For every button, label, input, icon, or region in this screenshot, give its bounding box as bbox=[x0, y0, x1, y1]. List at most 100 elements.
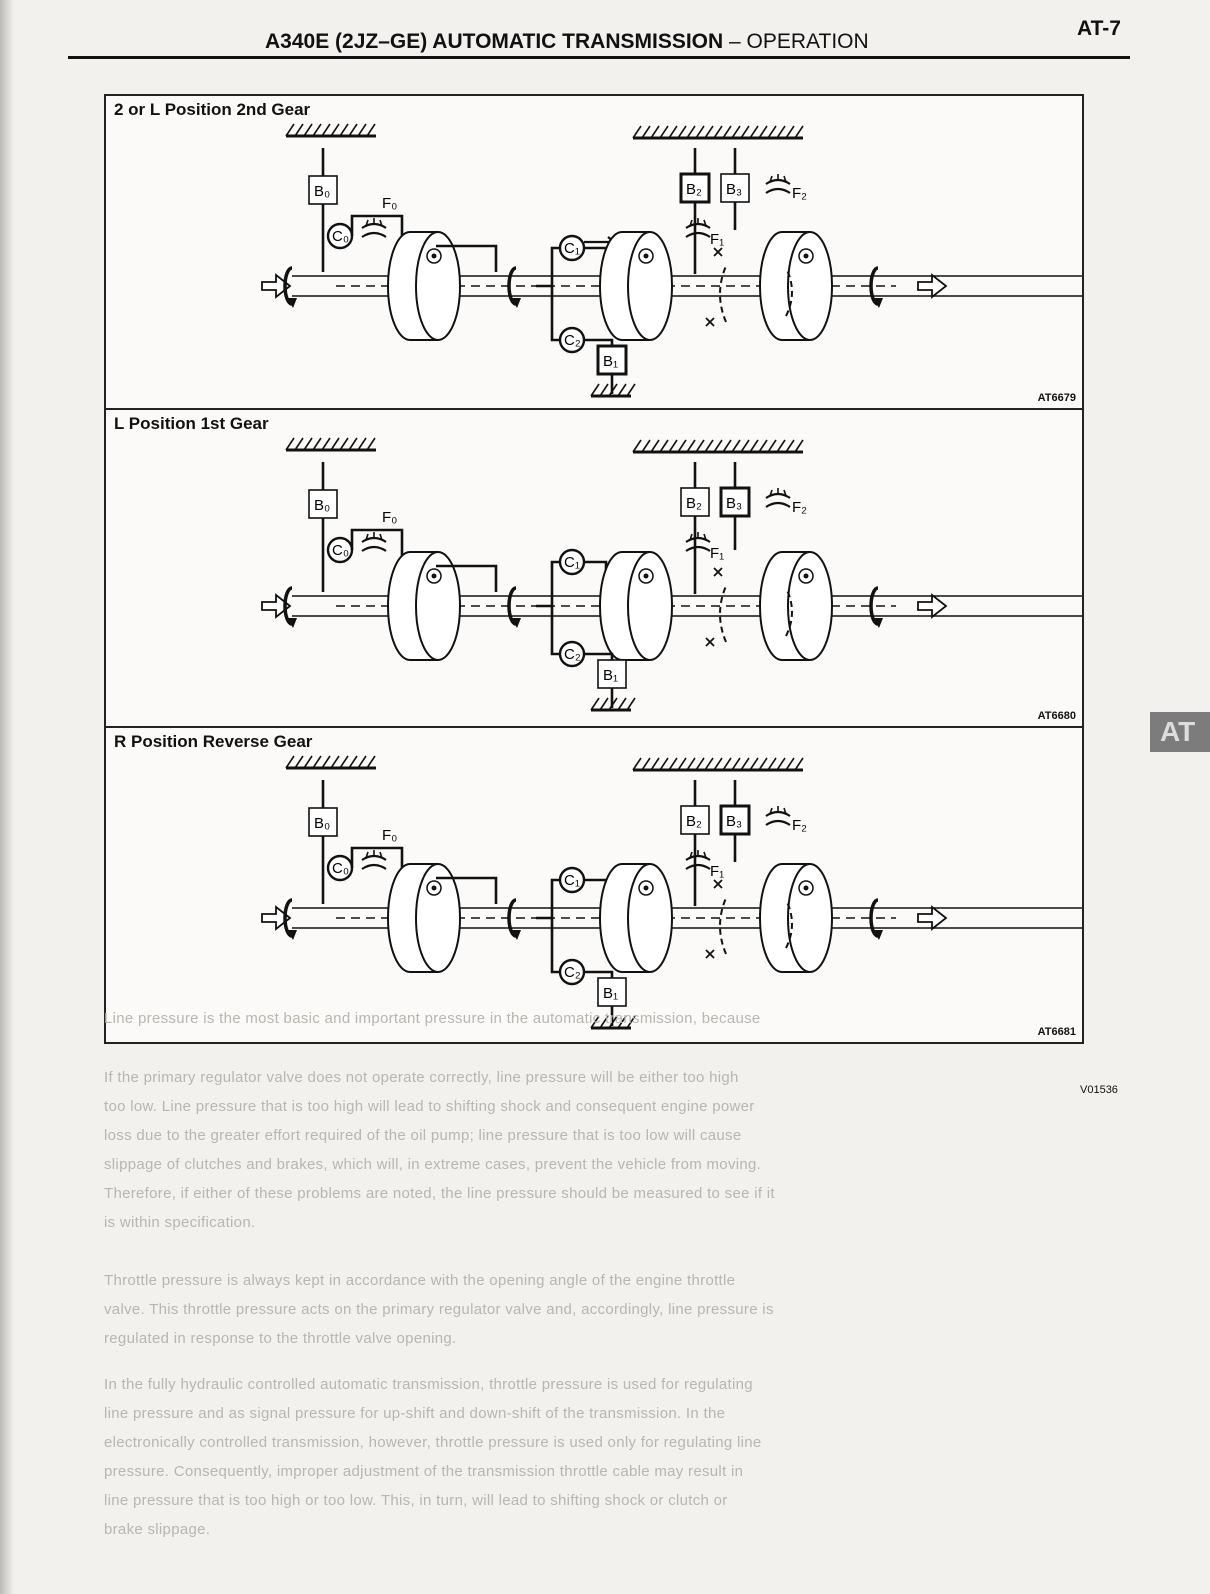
ground-housing-right-hatch bbox=[686, 757, 696, 771]
locked-mark-1 bbox=[713, 879, 723, 889]
input-arrow bbox=[261, 273, 292, 299]
ground-housing-right-hatch bbox=[659, 757, 669, 771]
ground-housing-right-hatch bbox=[794, 757, 804, 771]
ground-housing-right-hatch bbox=[641, 125, 651, 139]
c2-to-b1 bbox=[584, 338, 614, 346]
front-planetary-drum-face bbox=[627, 551, 673, 661]
overdrive-planetary-drum-face bbox=[415, 231, 461, 341]
ground-b1-hatch bbox=[617, 697, 627, 711]
locked-mark-1 bbox=[713, 567, 723, 577]
clutch-f0-label: F₀ bbox=[382, 827, 397, 844]
one-way-clutch-f0 bbox=[361, 222, 387, 238]
one-way-clutch-f2-teeth bbox=[769, 806, 787, 815]
clutch-f2-label: F₂ bbox=[792, 817, 807, 834]
ground-housing-right-hatch bbox=[758, 439, 768, 453]
overdrive-output-link bbox=[436, 564, 498, 592]
locked-mark-1 bbox=[713, 247, 723, 257]
front-planetary-pinion-hub bbox=[643, 885, 649, 891]
section-tab: AT bbox=[1150, 712, 1210, 752]
ground-b1-hatch bbox=[599, 697, 609, 711]
clutch-c0-label: C₀ bbox=[332, 860, 349, 877]
ground-housing-right-hatch bbox=[731, 439, 741, 453]
ground-housing-right-hatch bbox=[704, 439, 714, 453]
ground-housing-right-hatch bbox=[767, 125, 777, 139]
c2-to-b1 bbox=[584, 970, 614, 978]
reaction-path-1 bbox=[719, 265, 727, 323]
clutch-c2-label: C₂ bbox=[564, 646, 581, 663]
reaction-path-2 bbox=[785, 587, 793, 637]
clutch-c0-label: C₀ bbox=[332, 228, 349, 245]
front-planetary-drum-face bbox=[627, 863, 673, 973]
brake-b2-label-box bbox=[679, 172, 711, 204]
clutch-f0-label: F₀ bbox=[382, 195, 397, 212]
ground-housing-left-hatch bbox=[339, 755, 349, 769]
bleed-through-line: line pressure and as signal pressure for… bbox=[104, 1405, 726, 1422]
clutch-c1-label: C₁ bbox=[564, 872, 580, 889]
output-arrow bbox=[917, 905, 948, 931]
brake-b3-label: B₃ bbox=[726, 495, 742, 512]
one-way-clutch-f0 bbox=[361, 536, 387, 552]
overdrive-output-link bbox=[436, 876, 498, 904]
clutch-f1-label: F₁ bbox=[710, 863, 724, 880]
bleed-through-line: slippage of clutches and brakes, which w… bbox=[104, 1156, 762, 1173]
clutch-c2-label: C₂ bbox=[564, 332, 581, 349]
c2-to-b1 bbox=[584, 652, 614, 660]
figure-code: AT6681 bbox=[1037, 1026, 1076, 1038]
rear-planetary-pinion bbox=[798, 880, 814, 896]
reaction-path-1 bbox=[719, 897, 727, 955]
ground-housing-left-hatch bbox=[330, 123, 340, 137]
ground-housing-left-hatch bbox=[303, 437, 313, 451]
bleed-through-line: electronically controlled transmission, … bbox=[104, 1434, 762, 1451]
figure-code: AT6680 bbox=[1037, 710, 1076, 722]
c2-feed bbox=[550, 606, 560, 656]
intermediate-rotation-head bbox=[511, 298, 521, 308]
front-planetary-pinion bbox=[638, 880, 654, 896]
ground-housing-right-hatch bbox=[785, 439, 795, 453]
bleed-through-line: Therefore, if either of these problems a… bbox=[104, 1185, 775, 1202]
ground-housing-right-hatch bbox=[704, 757, 714, 771]
one-way-clutch-f0-teeth bbox=[365, 218, 383, 227]
rear-planetary-pinion-hub bbox=[803, 253, 809, 259]
overdrive-planetary-pinion bbox=[426, 248, 442, 264]
bleed-through-line: brake slippage. bbox=[104, 1521, 211, 1538]
ground-housing-right-hatch bbox=[767, 757, 777, 771]
brake-b2-label: B₂ bbox=[686, 813, 702, 830]
overdrive-planetary-pinion-hub bbox=[431, 885, 437, 891]
ground-housing-right-hatch bbox=[650, 757, 660, 771]
brake-b3-label: B₃ bbox=[726, 813, 742, 830]
c1-feed bbox=[536, 560, 560, 608]
header-rule bbox=[68, 56, 1130, 59]
one-way-clutch-f1 bbox=[685, 854, 711, 870]
ground-housing-right-hatch bbox=[695, 125, 705, 139]
ground-housing-left-hatch bbox=[366, 437, 376, 451]
front-planetary-pinion-hub bbox=[643, 573, 649, 579]
rear-planetary-pinion-hub bbox=[803, 573, 809, 579]
ground-housing-left-hatch bbox=[348, 755, 358, 769]
bleed-through-line: loss due to the greater effort required … bbox=[104, 1127, 742, 1144]
reaction-path-2 bbox=[785, 899, 793, 949]
ground-housing-left-hatch bbox=[294, 437, 304, 451]
ground-housing-right-hatch bbox=[659, 439, 669, 453]
brake-b1-label: B₁ bbox=[603, 667, 618, 684]
one-way-clutch-f0-teeth bbox=[365, 850, 383, 859]
ground-housing-right-hatch bbox=[677, 439, 687, 453]
ground-housing-right-hatch bbox=[686, 125, 696, 139]
one-way-clutch-f2-teeth bbox=[769, 174, 787, 183]
ground-housing-left-hatch bbox=[312, 437, 322, 451]
panel-title: 2 or L Position 2nd Gear bbox=[114, 100, 311, 119]
clutch-f0-label: F₀ bbox=[382, 509, 397, 526]
figure-code: AT6679 bbox=[1037, 392, 1076, 404]
locked-mark-2 bbox=[705, 949, 715, 959]
rear-planetary-drum-face bbox=[787, 231, 833, 341]
one-way-clutch-f1 bbox=[685, 222, 711, 238]
front-planetary-pinion-hub bbox=[643, 253, 649, 259]
ground-housing-right-hatch bbox=[794, 439, 804, 453]
ground-housing-right-hatch bbox=[722, 439, 732, 453]
ground-housing-right-hatch bbox=[767, 439, 777, 453]
ground-housing-left-hatch bbox=[357, 437, 367, 451]
output-rotation-head bbox=[873, 930, 883, 940]
